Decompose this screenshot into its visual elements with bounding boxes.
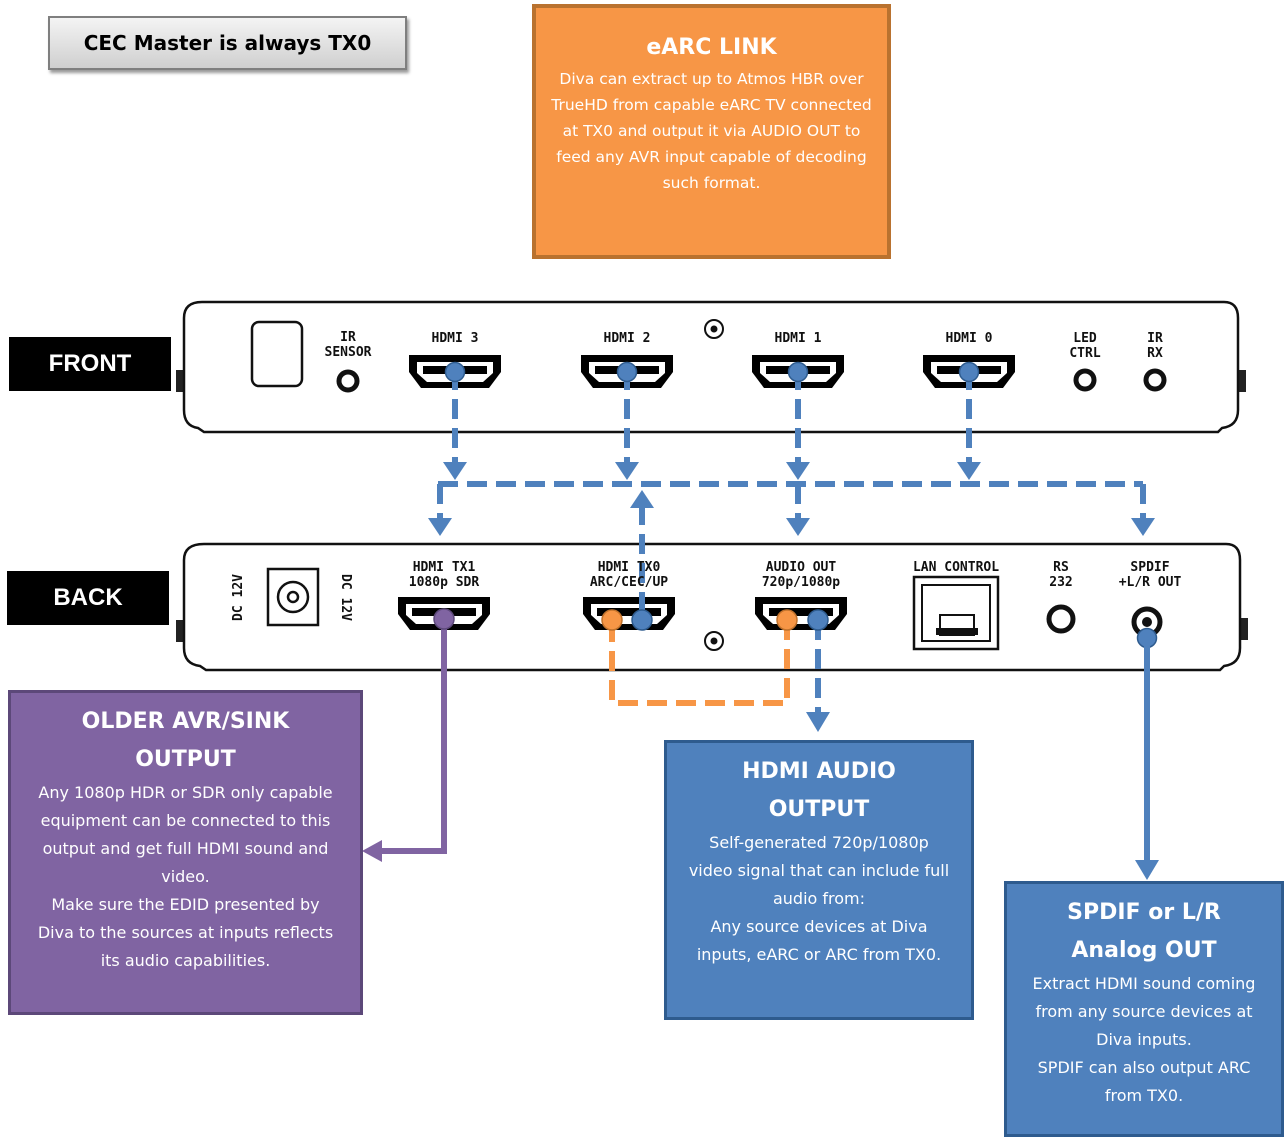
spdif-output-box: SPDIF or L/R Analog OUT Extract HDMI sou… bbox=[1004, 881, 1284, 1137]
front-tag: FRONT bbox=[9, 337, 171, 391]
earc-title: eARC LINK bbox=[646, 35, 777, 60]
label-led-ctrl: LED CTRL bbox=[1069, 331, 1101, 361]
tx1-output-link bbox=[362, 608, 455, 862]
older-text: Any 1080p HDR or SDR only capable equipm… bbox=[37, 783, 334, 970]
label-dc-right: DC 12V bbox=[337, 574, 353, 621]
older-title: OLDER AVR/SINK OUTPUT bbox=[81, 709, 290, 772]
spdif-output-link bbox=[1135, 640, 1159, 880]
label-dc-left: DC 12V bbox=[230, 574, 246, 621]
spdif-text: Extract HDMI sound coming from any sourc… bbox=[1032, 974, 1256, 1105]
earc-loop bbox=[601, 609, 798, 706]
label-hdmi2: HDMI 2 bbox=[603, 331, 651, 346]
hdmi-tx0-port bbox=[583, 597, 675, 630]
front-display-window bbox=[250, 320, 304, 388]
label-audio-out: AUDIO OUT 720p/1080p bbox=[761, 560, 841, 590]
label-ir-rx: IR RX bbox=[1147, 331, 1163, 361]
label-hdmi-tx1: HDMI TX1 1080p SDR bbox=[408, 560, 480, 590]
hdmi-audio-text: Self-generated 720p/1080p video signal t… bbox=[688, 833, 950, 964]
label-spdif: SPDIF +L/R OUT bbox=[1118, 560, 1182, 590]
led-ctrl-jack bbox=[1073, 368, 1097, 392]
earc-link-box: eARC LINK Diva can extract up to Atmos H… bbox=[532, 4, 891, 259]
label-rs232: RS 232 bbox=[1049, 560, 1073, 590]
audio-out-port bbox=[755, 597, 847, 630]
port-dots bbox=[444, 361, 1158, 649]
ir-rx-jack bbox=[1143, 368, 1167, 392]
input-arrowheads bbox=[428, 462, 1155, 732]
earc-text: Diva can extract up to Atmos HBR over Tr… bbox=[551, 70, 872, 192]
label-hdmi3: HDMI 3 bbox=[431, 331, 479, 346]
hdmi-audio-output-box: HDMI AUDIO OUTPUT Self-generated 720p/10… bbox=[664, 740, 974, 1020]
label-hdmi0: HDMI 0 bbox=[945, 331, 993, 346]
front-panel bbox=[176, 300, 1246, 434]
spdif-title: SPDIF or L/R Analog OUT bbox=[1067, 900, 1221, 963]
ir-sensor-jack bbox=[336, 369, 360, 393]
label-hdmi1: HDMI 1 bbox=[774, 331, 822, 346]
older-avr-box: OLDER AVR/SINK OUTPUT Any 1080p HDR or S… bbox=[8, 690, 363, 1015]
label-hdmi-tx0: HDMI TX0 ARC/CEC/UP bbox=[589, 560, 669, 590]
back-tag: BACK bbox=[7, 571, 169, 625]
cec-master-note: CEC Master is always TX0 bbox=[48, 16, 407, 70]
input-links bbox=[437, 370, 1146, 715]
hdmi-audio-title: HDMI AUDIO OUTPUT bbox=[742, 759, 896, 822]
label-ir-sensor: IR SENSOR bbox=[324, 330, 372, 360]
back-panel bbox=[176, 542, 1248, 672]
rs232-jack bbox=[1046, 604, 1076, 634]
label-lan-control: LAN CONTROL bbox=[912, 560, 1000, 575]
